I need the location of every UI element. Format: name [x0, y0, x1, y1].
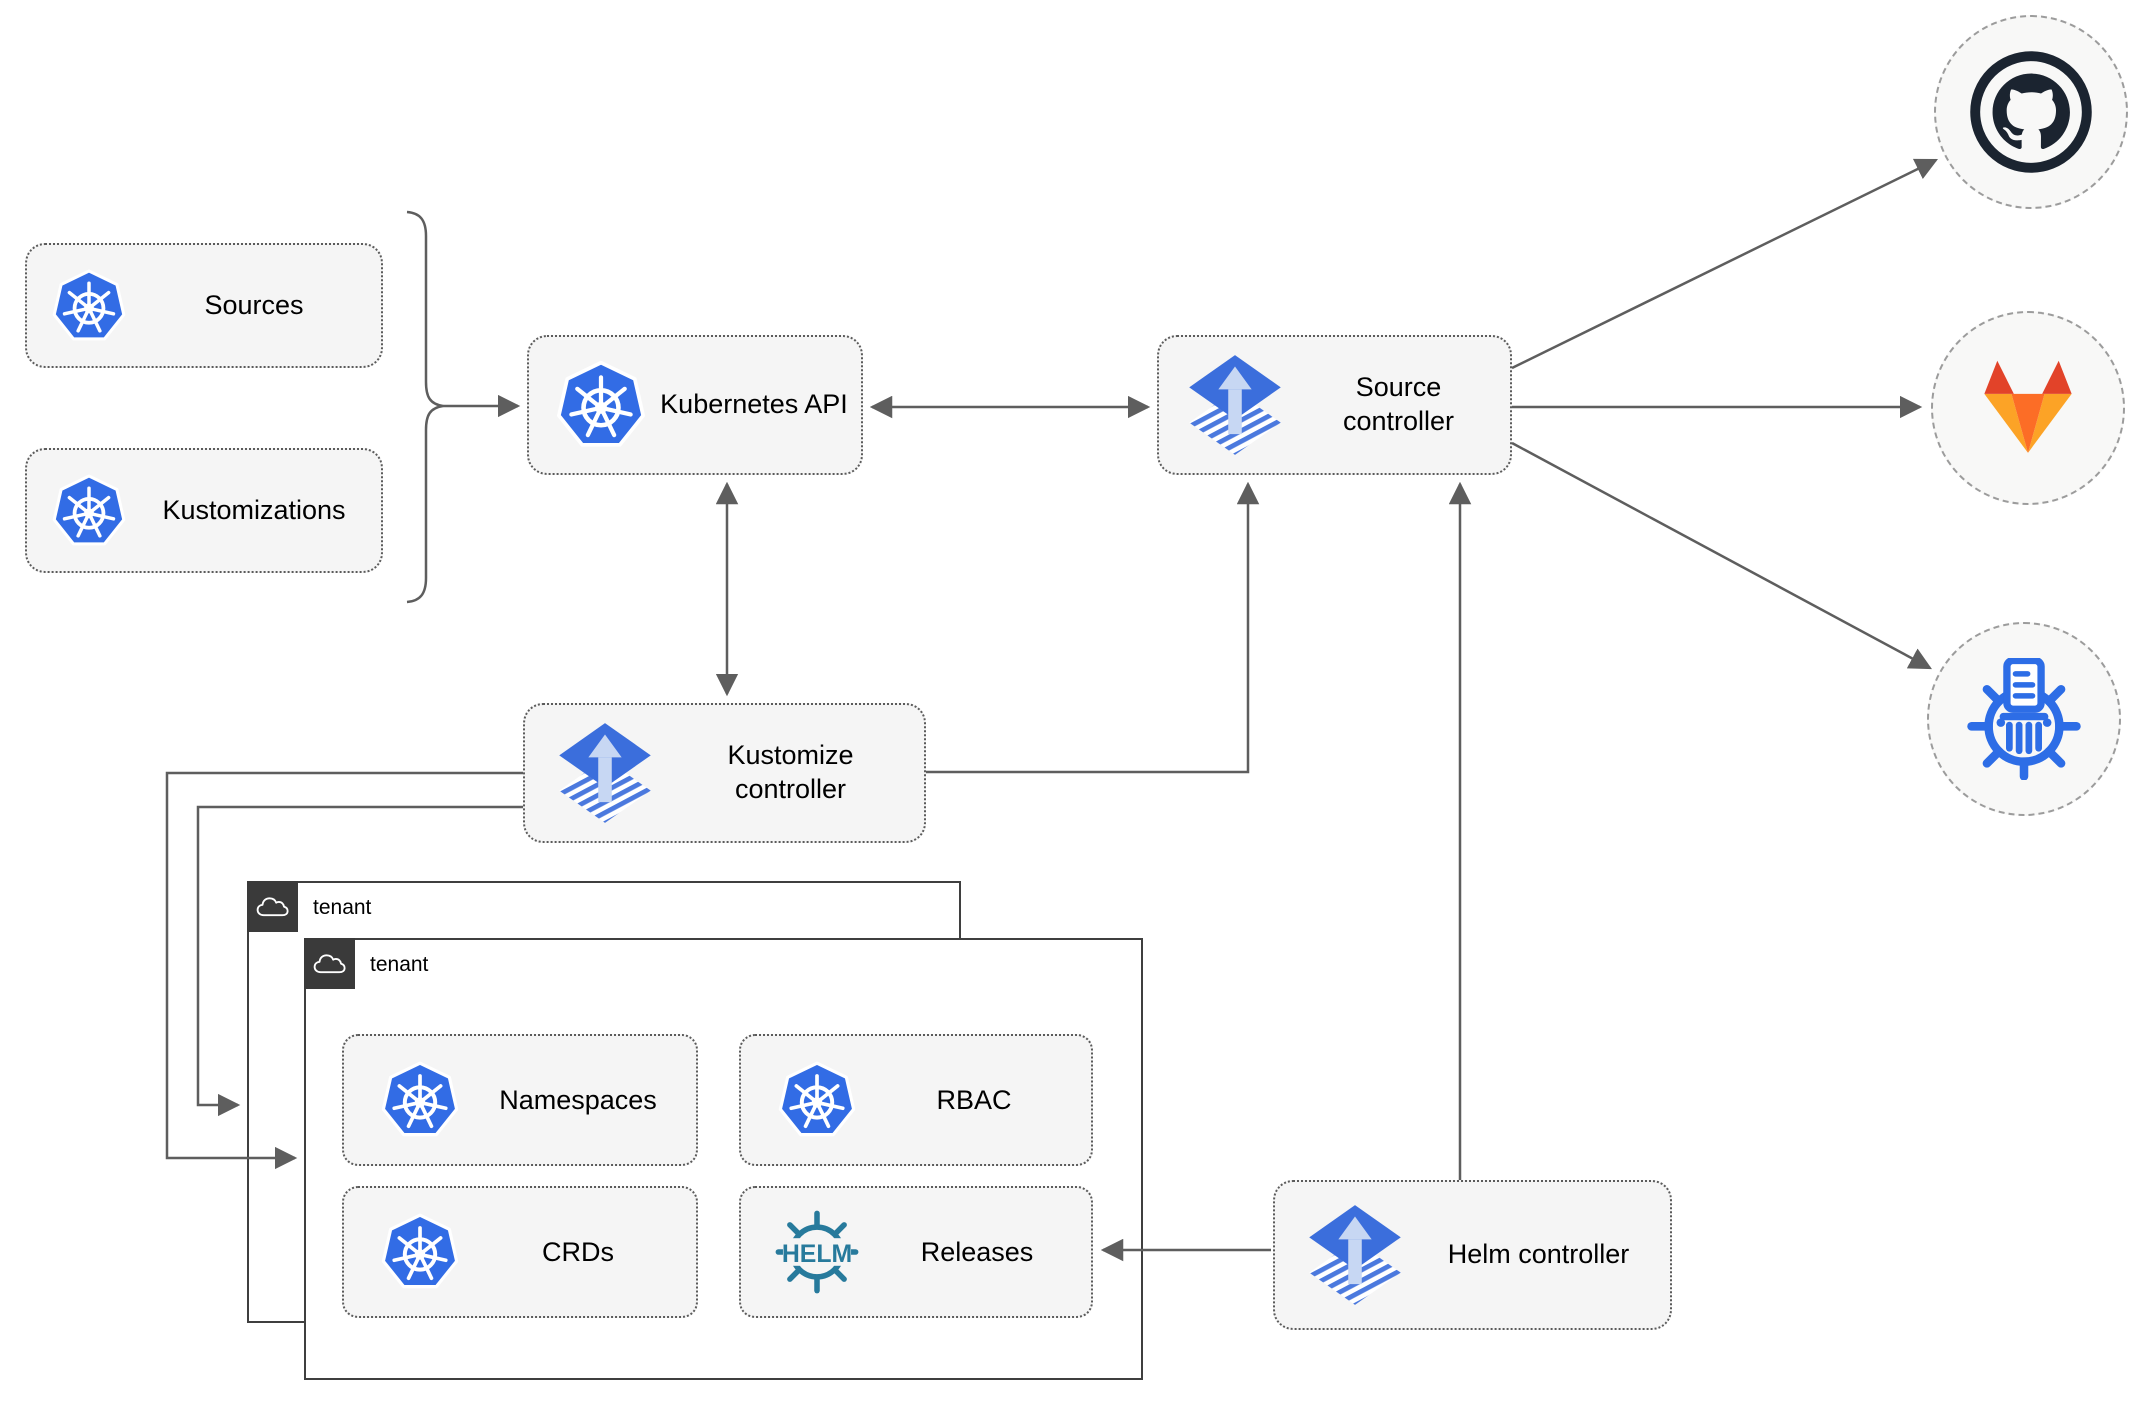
rbac-label: RBAC: [936, 1084, 1012, 1115]
kustomize-controller-box: Kustomize controller: [523, 703, 926, 843]
chartmuseum-icon: [1963, 658, 2085, 780]
gitlab-icon: [1969, 358, 2087, 458]
helm-repository-target-circle: [1927, 622, 2121, 816]
rbac-box: RBAC: [739, 1034, 1093, 1166]
helm-icon: HELM: [775, 1210, 859, 1294]
tenant-back-header: [246, 880, 298, 932]
releases-label: Releases: [920, 1236, 1034, 1267]
kustomizations-box: Kustomizations: [25, 448, 383, 573]
helm-controller-box: Helm controller: [1273, 1180, 1672, 1330]
source-controller-label: Source controller: [1342, 372, 1455, 436]
helm-icon-text: HELM: [782, 1241, 852, 1268]
kubernetes-icon: [555, 359, 647, 451]
sources-label: Sources: [204, 289, 304, 320]
tenant-front-header: [303, 937, 355, 989]
releases-box: HELM Releases: [739, 1186, 1093, 1318]
tenant-box-front: tenant Namespaces RBAC CRDs: [303, 937, 1143, 1380]
kubernetes-api-label: Kubernetes API: [660, 389, 848, 420]
tenant-back-label: tenant: [313, 896, 372, 919]
sources-box: Sources: [25, 243, 383, 368]
namespaces-box: Namespaces: [342, 1034, 698, 1166]
cloud-icon: [254, 893, 291, 920]
namespaces-label: Namespaces: [499, 1084, 657, 1115]
flux-icon: [1183, 353, 1287, 457]
tenant-front-label: tenant: [370, 953, 429, 976]
github-target-circle: [1934, 15, 2128, 209]
cloud-icon: [311, 950, 348, 977]
kubernetes-api-box: Kubernetes API: [527, 335, 863, 475]
helm-controller-label: Helm controller: [1447, 1239, 1630, 1270]
github-icon: [1969, 50, 2093, 174]
flux-icon: [1303, 1203, 1407, 1307]
source-controller-box: Source controller: [1157, 335, 1512, 475]
sources-group-brace: [406, 210, 444, 604]
kubernetes-icon: [380, 1060, 460, 1140]
connector-kustomize-to-source: [926, 481, 1260, 774]
crds-box: CRDs: [342, 1186, 698, 1318]
connector-source-to-helm-repository: [1511, 441, 1932, 670]
kustomizations-label: Kustomizations: [162, 494, 346, 525]
flux-icon: [553, 721, 657, 825]
kubernetes-icon: [51, 473, 127, 549]
kubernetes-icon: [777, 1060, 857, 1140]
gitlab-target-circle: [1931, 311, 2125, 505]
kustomize-controller-label: Kustomize controller: [727, 740, 854, 804]
crds-label: CRDs: [542, 1236, 614, 1267]
kubernetes-icon: [51, 268, 127, 344]
kubernetes-icon: [380, 1212, 460, 1292]
connector-source-to-github: [1511, 158, 1939, 370]
